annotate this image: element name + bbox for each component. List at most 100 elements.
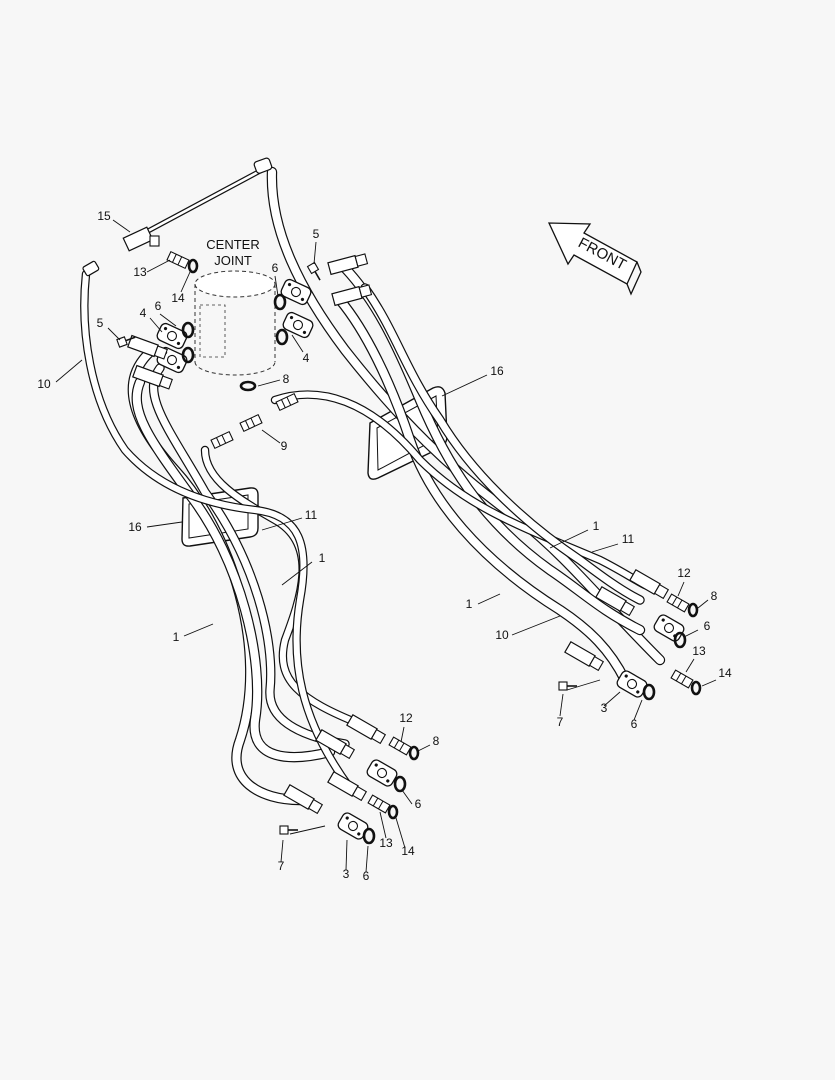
hose-body (81, 271, 353, 791)
adapter-thread (393, 739, 400, 749)
hose (80, 269, 355, 793)
leader-line (633, 699, 643, 721)
adapter-13 (367, 794, 391, 814)
hose-end (275, 392, 299, 412)
elbow-fitting (253, 157, 273, 174)
bolt-5 (306, 261, 321, 281)
bolt-head (306, 261, 320, 275)
hose (334, 294, 631, 686)
o-ring-6 (181, 321, 195, 339)
leader-line (477, 593, 501, 605)
adapter-body (367, 794, 391, 814)
flange-bore (663, 622, 675, 634)
leader-line (677, 581, 685, 597)
split-flange-3 (337, 812, 369, 840)
o-ring-14 (387, 804, 399, 820)
adapter-body (210, 430, 234, 450)
callout-6: 6 (363, 869, 370, 883)
leader-line (180, 271, 191, 293)
bolt-7 (558, 681, 577, 691)
callout-10: 10 (495, 628, 509, 642)
flange-bolt-hole (386, 779, 390, 783)
o-ring-6 (642, 683, 656, 701)
leader-line (257, 379, 281, 387)
hose-end-fitting (283, 783, 324, 815)
nut (588, 655, 605, 672)
leader-line (146, 521, 183, 528)
adapter-thread (675, 672, 682, 682)
callout-1: 1 (319, 551, 326, 565)
callout-4: 4 (303, 351, 310, 365)
o-ring-6 (273, 293, 287, 311)
hose (127, 346, 306, 806)
callout-13: 13 (692, 644, 706, 658)
hose-body (150, 364, 349, 748)
split-flange-4 (156, 322, 188, 350)
adapter-body (239, 413, 263, 433)
o-ring-8 (239, 380, 257, 392)
bolt-shank (314, 271, 321, 281)
leader-line (291, 334, 304, 353)
leader-line (566, 679, 601, 691)
hose-body (336, 296, 629, 684)
hose-end-fitting (564, 640, 605, 672)
leader-line (159, 313, 177, 327)
hose-outline (127, 346, 306, 806)
leader-lines (55, 219, 717, 873)
adapter-thread (372, 797, 379, 807)
flange-bolt-hole (163, 326, 168, 331)
callout-6: 6 (415, 797, 422, 811)
leader-line (591, 543, 619, 553)
flange-bolt-hole (176, 365, 181, 370)
callout-10: 10 (37, 377, 51, 391)
leader-line (289, 825, 326, 835)
callout-3: 3 (343, 867, 350, 881)
adapter-thread (378, 800, 384, 810)
split-flange-4 (282, 311, 314, 339)
callout-1: 1 (173, 630, 180, 644)
callout-6: 6 (155, 299, 162, 313)
leader-line (683, 629, 699, 638)
flange-bolt-hole (302, 330, 307, 335)
callout-8: 8 (433, 734, 440, 748)
flange-bolt-hole (357, 832, 361, 836)
hose-body (132, 378, 334, 762)
adapter-body (670, 669, 694, 689)
hose (148, 363, 350, 749)
flange-bolt-hole (661, 618, 665, 622)
hose-body (128, 348, 304, 804)
leader-line (149, 317, 163, 333)
nut (619, 600, 636, 617)
flange-bore (292, 319, 304, 331)
ferrule (346, 713, 378, 741)
nut (158, 375, 173, 390)
leader-line (261, 429, 281, 444)
split-flange-3 (366, 759, 398, 787)
hose-end-fitting (327, 253, 369, 276)
o-ring-6 (275, 328, 289, 346)
adapter-12 (666, 593, 690, 613)
o-ring-14 (690, 680, 702, 696)
adapter-body (666, 593, 690, 613)
ferrule (629, 568, 661, 596)
callout-3: 3 (601, 701, 608, 715)
flange-bore (376, 767, 388, 779)
flange-bolt-hole (636, 690, 640, 694)
hose-body (272, 391, 648, 588)
flange-bore (166, 330, 178, 342)
callout-14: 14 (718, 666, 732, 680)
adapter-thread (172, 254, 177, 263)
front-arrow: FRONT (547, 222, 642, 296)
leader-line (280, 839, 284, 863)
leader-line (395, 817, 406, 849)
elbow-fitting (82, 260, 100, 277)
leader-line (417, 744, 431, 752)
leader-line (379, 811, 387, 839)
hose-end-fitting (629, 568, 670, 600)
hose-body (361, 284, 644, 604)
leader-line (274, 275, 279, 297)
tee-fitting-15 (122, 226, 154, 252)
split-flange-3 (616, 670, 648, 698)
nut (307, 798, 324, 815)
callouts: 15 13 14 5 6 4 5 6 4 10 8 9 16 16 11 1 1… (37, 209, 732, 883)
